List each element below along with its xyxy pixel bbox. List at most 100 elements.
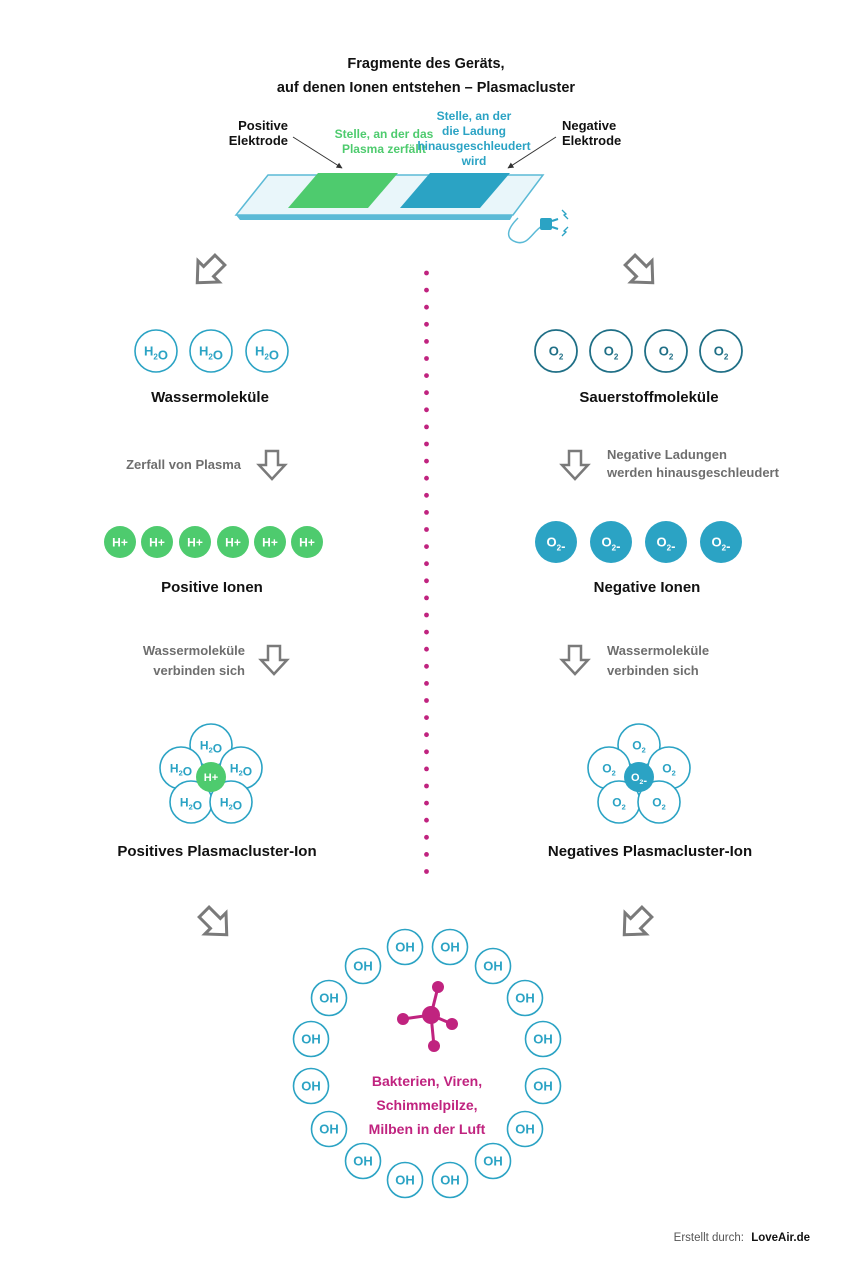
divider-dot [424, 595, 429, 601]
divider-dot [424, 800, 429, 806]
hydroxyl-radical-label: OH [440, 940, 460, 955]
left-step-2-label-2: verbinden sich [153, 663, 245, 678]
positive-ion-label: H+ [299, 535, 315, 549]
cluster-water-molecule-label: O2 [632, 738, 645, 754]
arrow-down-icon [559, 449, 591, 481]
hydroxyl-radical-label: OH [395, 1173, 415, 1188]
positive-ion: H+ [179, 526, 211, 558]
cluster-core-ion: O2- [624, 762, 654, 792]
positive-electrode-label-2: Elektrode [229, 133, 288, 148]
negative-cluster-caption: Negatives Plasmacluster-Ion [548, 843, 752, 860]
ionizer-device [234, 173, 569, 244]
divider-dot [424, 852, 429, 857]
divider-dot [424, 492, 429, 498]
positive-ion-label: H+ [262, 535, 278, 549]
title-line-1: Fragmente des Geräts, [347, 56, 504, 72]
cluster-water-molecule-label: H2O [200, 738, 222, 755]
negative-ion: O2- [700, 521, 742, 563]
divider-dot [424, 766, 429, 772]
hydroxyl-radical: OH [474, 1142, 512, 1180]
hydroxyl-radical-label: OH [515, 991, 535, 1006]
dotted-divider [424, 270, 429, 874]
negative-electrode-label-2: Elektrode [562, 133, 621, 148]
hydroxyl-radical-label: OH [440, 1173, 460, 1188]
positive-cluster-caption: Positives Plasmacluster-Ion [117, 843, 316, 860]
hydroxyl-radical: OH [431, 928, 469, 966]
divider-dot [424, 681, 429, 686]
charge-spot-label-2: die Ladung [442, 124, 506, 138]
divider-dot [424, 321, 429, 327]
oxygen-molecule: O2 [534, 329, 578, 373]
divider-dot [424, 869, 429, 874]
oxygen-molecule: O2 [644, 329, 688, 373]
negative-ion: O2- [535, 521, 577, 563]
oxygen-molecules-caption: Sauerstoffmoleküle [579, 389, 718, 406]
positive-ions: H+H+H+H+H+H+ [104, 526, 323, 558]
divider-dot [424, 612, 429, 618]
divider-dot [424, 834, 429, 840]
divider-dot [424, 356, 429, 361]
hydroxyl-radical-label: OH [515, 1122, 535, 1137]
positive-ion: H+ [254, 526, 286, 558]
cluster-core-ion-label: H+ [204, 772, 218, 784]
hydroxyl-radical: OH [506, 979, 544, 1017]
water-molecules-caption: Wassermoleküle [151, 389, 269, 406]
cluster-water-molecule-label: H2O [180, 795, 202, 812]
left-step-2-label-1: Wassermoleküle [143, 643, 245, 658]
footer-brand: LoveAir.de [751, 1232, 810, 1244]
water-molecule-label: H2O [255, 344, 279, 363]
divider-dot [424, 339, 429, 344]
divider-dot [424, 407, 429, 413]
cluster-water-molecule-label: O2 [612, 795, 625, 811]
hydroxyl-radical: OH [431, 1161, 469, 1199]
hydroxyl-radical-label: OH [319, 1122, 339, 1137]
cluster-water-molecule-label: O2 [662, 761, 675, 777]
cluster-water-molecule-label: O2 [652, 795, 665, 811]
cluster-water-molecule-label: O2 [602, 761, 615, 777]
hydroxyl-radical-label: OH [483, 959, 503, 974]
positive-electrode-label-1: Positive [238, 118, 288, 133]
positive-ion-label: H+ [149, 535, 165, 549]
hydroxyl-radical: OH [524, 1020, 562, 1058]
positive-ion: H+ [141, 526, 173, 558]
charge-spot-label-4: wird [461, 154, 487, 168]
divider-dot [424, 527, 429, 532]
cluster-water-molecule: O2 [637, 780, 681, 824]
arrow-down-icon [258, 644, 290, 676]
divider-dot [424, 373, 429, 378]
cluster-water-molecule-label: H2O [170, 761, 192, 778]
negative-ion: O2- [590, 521, 632, 563]
divider-dot [424, 458, 429, 464]
oxygen-molecule-label: O2 [714, 344, 729, 362]
divider-dot [424, 629, 429, 635]
cluster-core-ion-label: O2- [631, 772, 647, 787]
arrow-down-icon [256, 449, 288, 481]
pathogen-icon [397, 981, 458, 1052]
footer-prefix: Erstellt durch: [674, 1232, 744, 1244]
negative-electrode-pointer [507, 136, 557, 169]
right-step-1-label-1: Negative Ladungen [607, 447, 727, 462]
negative-ion-label: O2- [712, 535, 731, 554]
divider-dot [424, 698, 429, 703]
charge-spot-label-3: hinausgeschleudert [417, 139, 530, 153]
arrow-down-left-icon [195, 253, 227, 285]
cluster-water-molecule: H2O [209, 780, 253, 824]
hydroxyl-radical: OH [310, 1110, 348, 1148]
water-molecule: H2O [189, 329, 233, 373]
water-molecule-label: H2O [199, 344, 223, 363]
arrow-down-icon [559, 644, 591, 676]
divider-dot [424, 732, 429, 738]
cluster-core-ion: H+ [196, 762, 226, 792]
hydroxyl-radical: OH [292, 1067, 330, 1105]
divider-dot [424, 561, 429, 567]
divider-dot [424, 441, 429, 447]
right-step-2-label-2: verbinden sich [607, 663, 699, 678]
divider-dot [424, 424, 429, 430]
positive-ions-caption: Positive Ionen [161, 579, 263, 596]
right-step-2-label-1: Wassermoleküle [607, 643, 709, 658]
target-text-2: Schimmelpilze, [376, 1097, 477, 1113]
hydroxyl-radical-label: OH [395, 940, 415, 955]
